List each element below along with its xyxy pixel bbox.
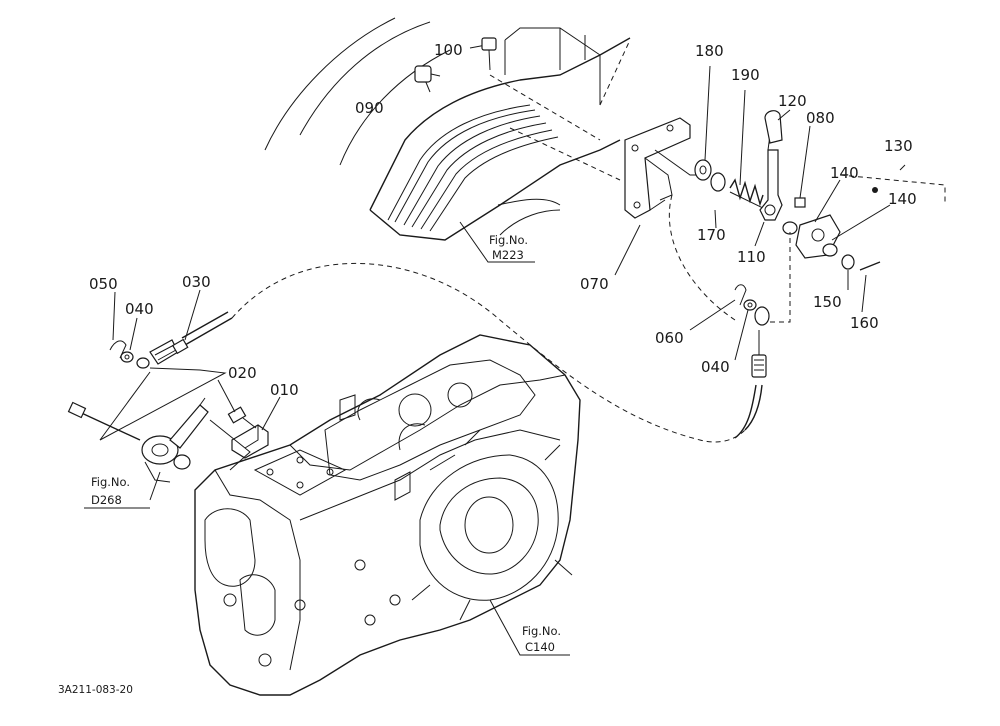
- callout-040-left: 040: [125, 300, 154, 318]
- fig-ref-c140-label: Fig.No.: [522, 624, 561, 638]
- bolt-020: [227, 406, 257, 429]
- callout-150: 150: [813, 293, 842, 311]
- callout-050: 050: [89, 275, 118, 293]
- cable-path: [668, 194, 736, 321]
- callout-140-right: 140: [888, 190, 917, 208]
- callout-040-right: 040: [701, 358, 730, 376]
- washer-040-left: [120, 351, 134, 363]
- bracket-070: [614, 117, 710, 276]
- callout-070: 070: [580, 275, 609, 293]
- leader-lines-right: [424, 44, 906, 361]
- fig-ref-d268-label: Fig.No.: [91, 475, 130, 489]
- callout-100: 100: [434, 41, 463, 59]
- transmission-case: [194, 334, 581, 696]
- fig-ref-m223-number: M223: [492, 248, 524, 262]
- bolt-090: [414, 65, 441, 83]
- pin-050: [109, 340, 127, 359]
- fig-ref-d268-number: D268: [91, 493, 122, 507]
- bolt-100: [481, 37, 497, 71]
- callout-130: 130: [884, 137, 913, 155]
- fender-assembly: [264, 17, 631, 241]
- callout-090: 090: [355, 99, 384, 117]
- callout-120: 120: [778, 92, 807, 110]
- washer-040-right: [743, 299, 757, 311]
- cam-130: [795, 214, 841, 259]
- callout-180: 180: [695, 42, 724, 60]
- washer-150: [841, 254, 855, 270]
- spring-190: [729, 178, 764, 209]
- pin-060: [734, 284, 747, 306]
- leader-lines-left: [84, 289, 281, 509]
- callout-060: 060: [655, 329, 684, 347]
- ring-170: [710, 172, 726, 192]
- bracket-010: [231, 424, 269, 459]
- callout-160: 160: [850, 314, 879, 332]
- callout-170: 170: [697, 226, 726, 244]
- linkage-d268: [67, 397, 209, 483]
- washer-180: [694, 159, 712, 181]
- drawing-code: 3A211-083-20: [58, 684, 133, 696]
- callout-020: 020: [228, 364, 257, 382]
- fig-ref-m223-label: Fig.No.: [489, 233, 528, 247]
- callout-010: 010: [270, 381, 299, 399]
- callout-190: 190: [731, 66, 760, 84]
- callout-110: 110: [737, 248, 766, 266]
- fig-ref-c140-number: C140: [525, 640, 555, 654]
- leader-m223: [459, 221, 535, 263]
- bolt-080: [794, 197, 806, 208]
- marker-dot: [872, 187, 878, 193]
- callout-030: 030: [182, 273, 211, 291]
- lever-110: [759, 134, 783, 221]
- shift-cable: [136, 262, 770, 443]
- pin-160: [859, 261, 881, 271]
- callout-080: 080: [806, 109, 835, 127]
- grip-120: [764, 110, 783, 144]
- callout-140-upper: 140: [830, 164, 859, 182]
- leader-c140: [489, 599, 570, 656]
